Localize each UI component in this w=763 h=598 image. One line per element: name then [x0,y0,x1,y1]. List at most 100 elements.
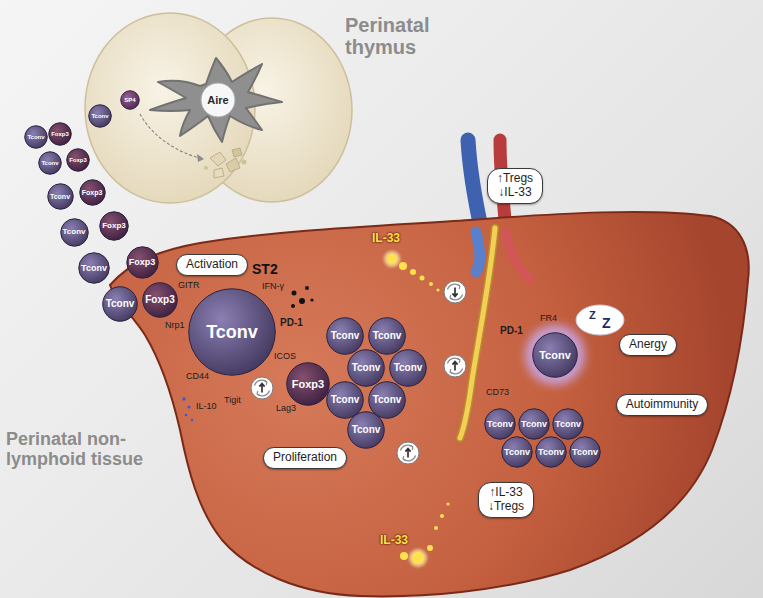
t-cell: Tconv [102,286,138,322]
cell-body [25,126,48,149]
mtec-cell: Aire [162,62,274,138]
cell-body [49,123,72,146]
marker-label: CD73 [486,388,509,397]
arrow-head [197,154,204,162]
cell-label: Tconv [394,363,423,373]
cell-body [126,246,158,278]
hepatic-artery [506,232,530,280]
cell-label: Aire [207,95,228,106]
sleep-cloud [576,305,624,335]
cell-label: SP4 [124,97,135,103]
region-heading: Perinatal non-lymphoid tissue [6,430,158,470]
marker-label: GITR [178,281,200,290]
apoptotic-debris [232,148,242,157]
liver-drawing [110,140,749,596]
sleep-letter: Z [602,316,611,330]
cell-body [79,253,110,284]
t-cell: Tconv [88,104,112,128]
cell-body [519,409,550,440]
callout-text: ↓IL-33 [497,186,533,200]
cytokine-label: IFN-γ [262,282,284,291]
cytokine-dot [310,298,313,301]
cell-body [327,382,364,419]
cytokine-dot [191,419,193,421]
cytokine-glow [384,251,400,267]
cell-body [287,363,330,406]
cytokine-dot [292,291,297,296]
cytokine-dot [185,414,188,417]
cell-label: Tconv [539,350,571,361]
treg-cell: Foxp3 [66,148,90,172]
cytokine-dot [420,276,425,281]
receptor-label: ST2 [252,262,278,276]
status-callout: ↑IL-33↓Tregs [478,482,534,518]
cytokine-dot [427,545,433,551]
t-cell: Tconv [24,125,48,149]
status-callout: ↑Tregs↓IL-33 [487,168,543,204]
cytokine-dot [291,304,295,308]
marker-label: ICOS [274,352,296,361]
cytokine-label: IL-33 [372,232,400,244]
cell-body [369,382,406,419]
cell-body [485,409,516,440]
cell-label: Tconv [538,448,564,457]
cell-body [369,318,406,355]
cell-body [39,152,62,175]
cell-body [348,350,385,387]
treg-cell: Foxp3 [79,179,106,206]
apoptotic-debris [210,152,226,166]
cell-label: Tconv [504,448,530,457]
callout-text: ↑Tregs [497,172,533,186]
cell-label: Foxp3 [102,222,126,230]
activated-t-cell: Tconv [188,288,276,376]
callout-text: ↓Tregs [488,500,524,514]
cell-label: Foxp3 [145,295,174,305]
marker-label: PD-1 [280,318,303,328]
cell-body [533,333,578,378]
cell-body [327,318,364,355]
cell-label: Tconv [521,420,547,429]
cycle-up-symbol [444,355,466,377]
cell-label: Tconv [91,113,108,119]
cytokine-dot [412,552,424,564]
t-cell: Tconv [484,408,516,440]
thymus-organ: Perinatal thymus AireSP4Tconv [80,8,352,204]
bile-duct [460,228,495,438]
process-callout: Activation [176,254,248,276]
cytokine-label: IL-10 [196,402,217,411]
marker-label: Tigit [224,396,241,405]
t-cell: Tconv [535,436,567,468]
cell-label: Tconv [487,420,513,429]
process-callout: Anergy [619,334,677,356]
cytokine-dot [182,397,185,400]
t-cell: Tconv [60,218,89,247]
il10-dots [182,397,193,421]
cell-label: Tconv [81,264,107,273]
cell-body [536,437,567,468]
cell-body [348,412,385,449]
cytokine-dot [440,514,444,518]
t-cell: Tconv [368,317,406,355]
cytokine-dot [299,298,305,304]
cell-label: Foxp3 [292,379,324,390]
cell-body [143,283,178,318]
cytokine-dot [400,552,408,560]
callout-text: Anergy [629,338,667,352]
cycle-up-symbol [397,442,419,464]
sp4-thymocyte: SP4 [120,90,140,110]
cell-body [390,350,427,387]
cell-body [502,437,533,468]
cell-body [100,212,129,241]
process-callout: Autoimmunity [616,394,709,416]
cell-label: Tconv [27,134,44,140]
cell-label: Tconv [555,420,581,429]
region-heading: Perinatal thymus [345,14,463,58]
portal-vein [476,232,480,272]
cell-label: Tconv [373,395,402,405]
treg-cell: Foxp3 [142,282,178,318]
cytokine-dot [446,502,449,505]
mtec-nucleus [201,83,235,117]
callout-text: ↑IL-33 [488,486,524,500]
process-callout: Proliferation [263,447,347,469]
